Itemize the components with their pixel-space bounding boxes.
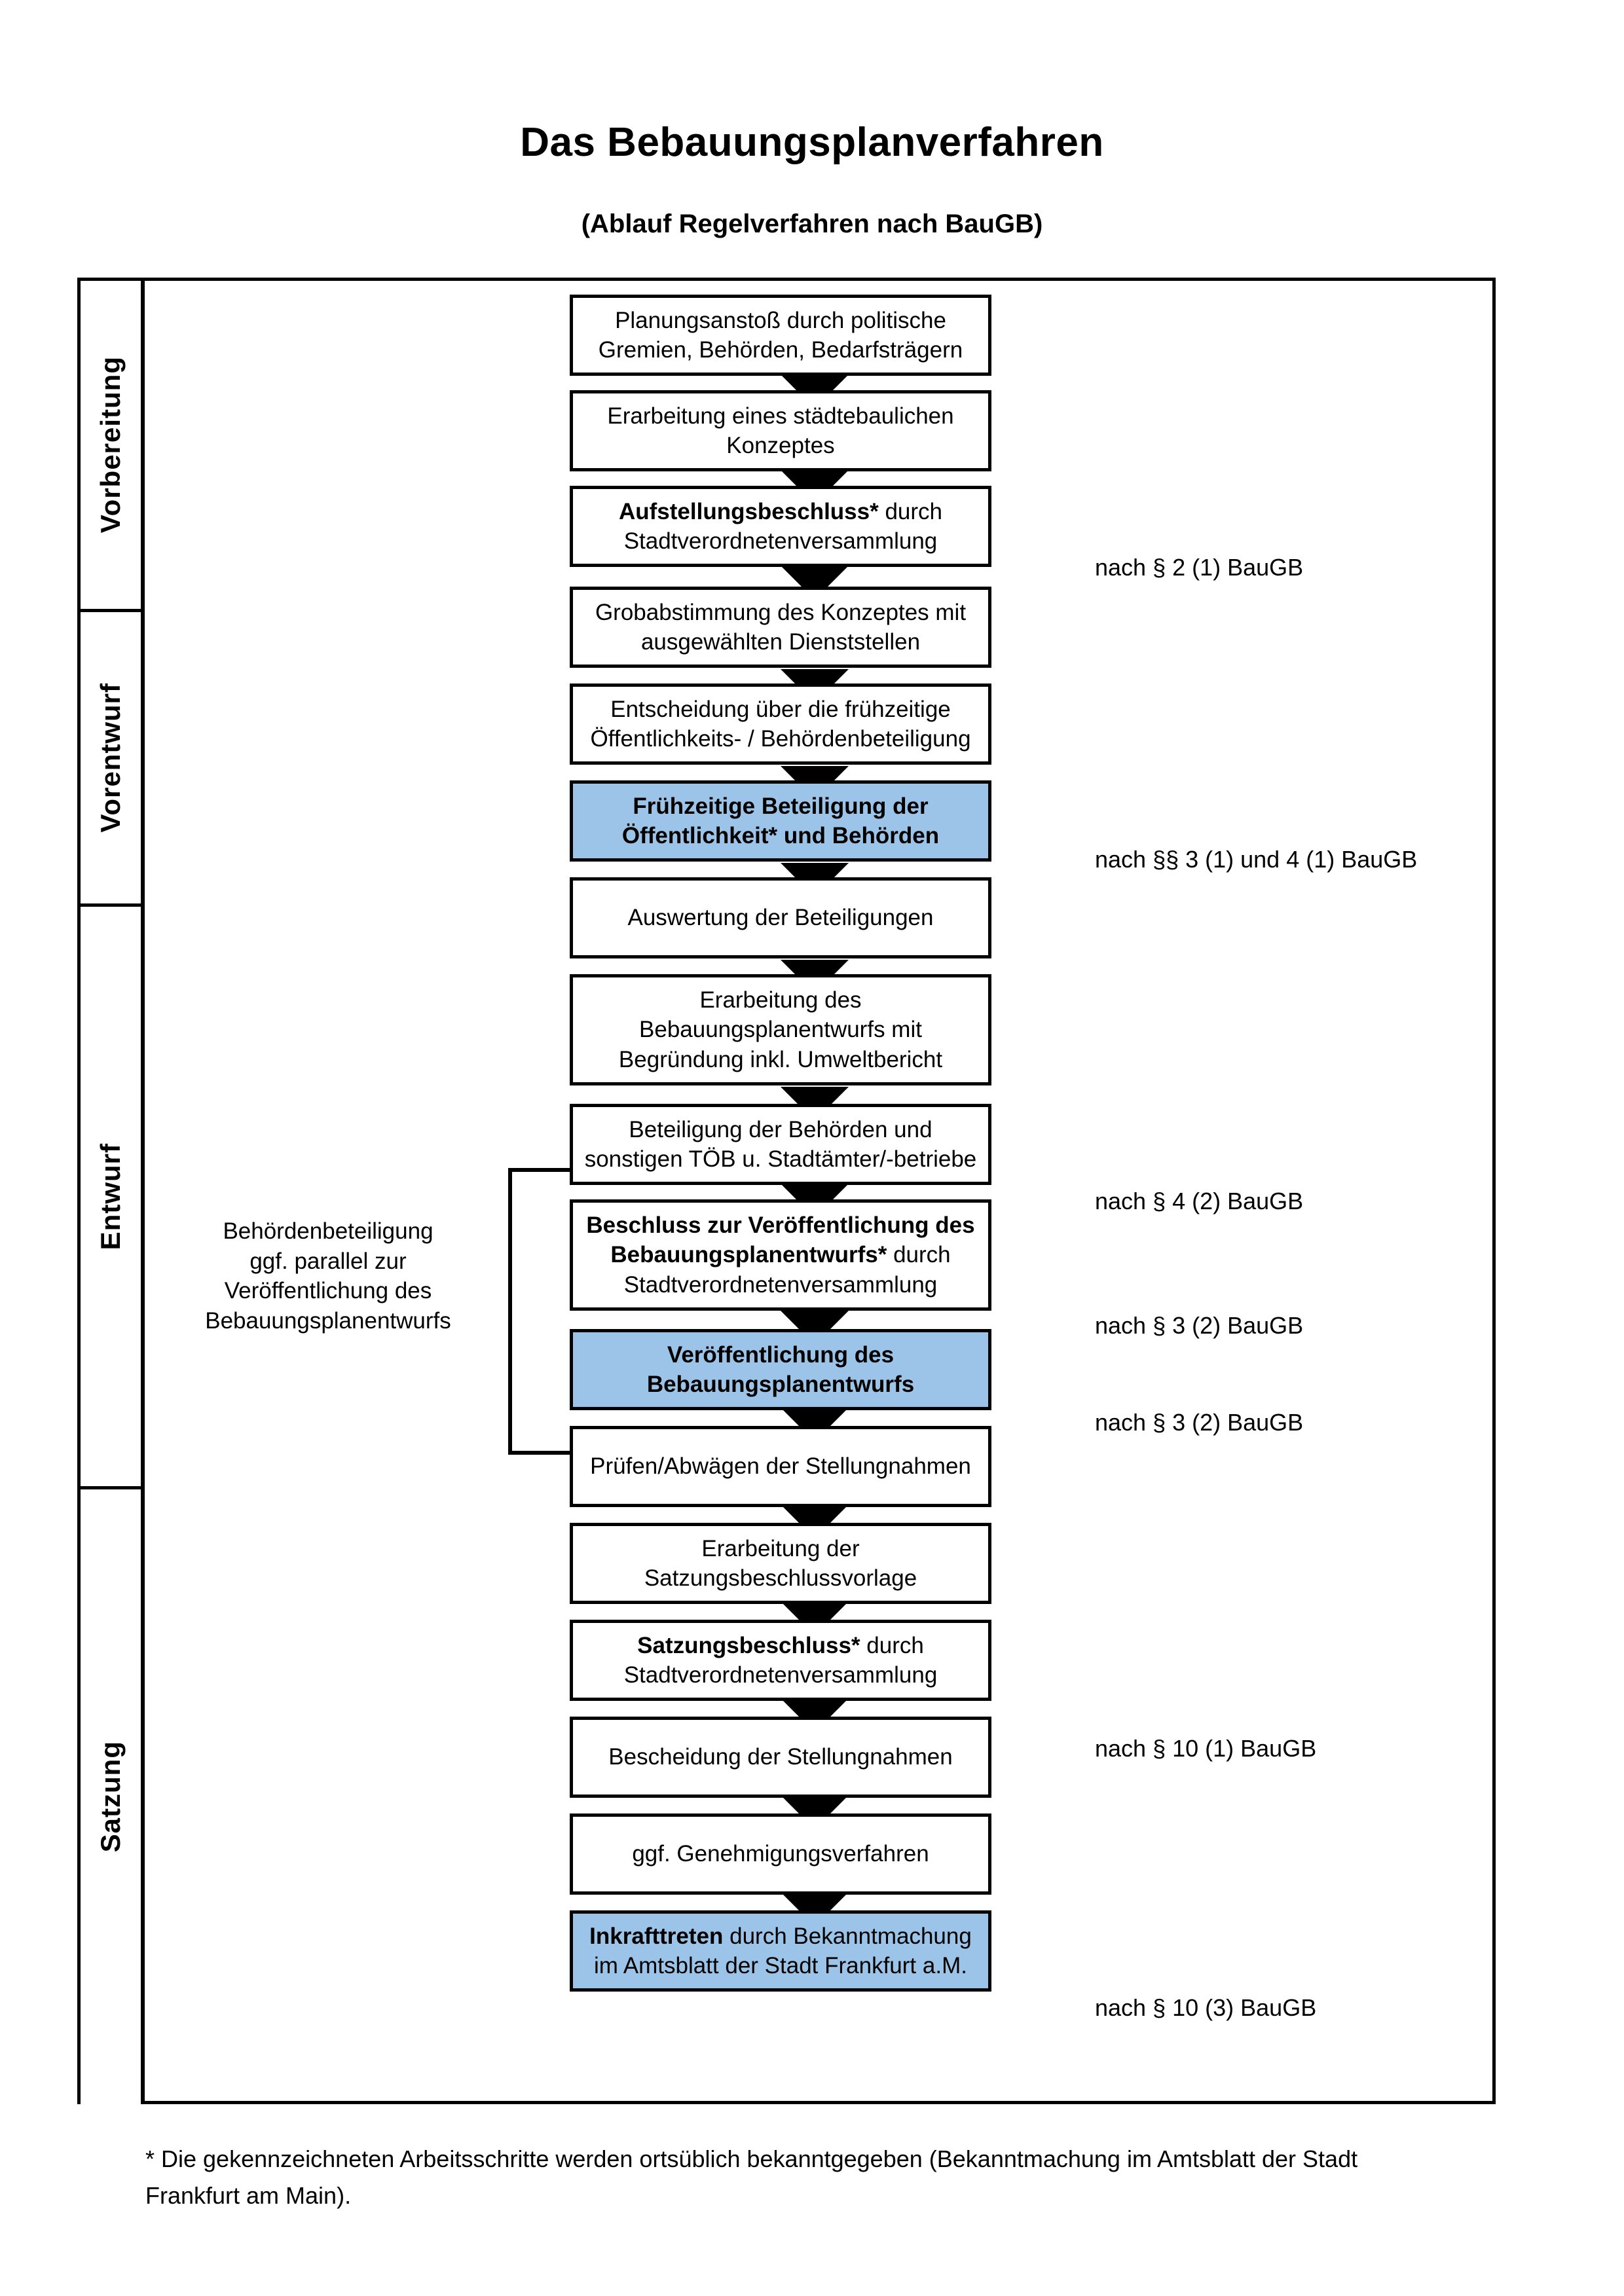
node-grobabstimmung[interactable]: Grobabstimmung des Konzeptes mit ausgewä… xyxy=(570,587,991,668)
phase-cell-satzung: Satzung xyxy=(81,1489,141,2104)
phase-label-entwurf: Entwurf xyxy=(95,1142,126,1250)
node-veroeffentlichung[interactable]: Veröffentlichung des Bebauungsplanentwur… xyxy=(570,1329,991,1410)
node-text: Erarbeitung des Bebauungsplanentwurfs mi… xyxy=(618,987,943,1072)
node-inkrafttreten[interactable]: Inkrafttreten durch Bekanntmachung im Am… xyxy=(570,1910,991,1992)
reference-paragraph-3-1-4-1: nach §§ 3 (1) und 4 (1) BauGB xyxy=(1095,846,1418,873)
node-text: Satzungsbeschluss* durch Stadtverordnete… xyxy=(623,1632,938,1688)
node-text: Inkrafttreten durch Bekanntmachung im Am… xyxy=(589,1923,972,1979)
node-beschluss-veroeffentlichung[interactable]: Beschluss zur Veröffentlichung des Bebau… xyxy=(570,1199,991,1311)
node-bescheidung[interactable]: Bescheidung der Stellungnahmen xyxy=(570,1717,991,1798)
node-text: Entscheidung über die frühzeitige Öffent… xyxy=(590,696,971,752)
node-text: Bescheidung der Stellungnahmen xyxy=(608,1744,953,1770)
node-text: Prüfen/Abwägen der Stellungnahmen xyxy=(590,1453,971,1480)
reference-paragraph-4-2: nach § 4 (2) BauGB xyxy=(1095,1188,1304,1214)
phase-cell-vorbereitung: Vorbereitung xyxy=(81,281,141,609)
node-text: Veröffentlichung des Bebauungsplanentwur… xyxy=(646,1341,915,1398)
node-satzungsbeschlussvorlage[interactable]: Erarbeitung der Satzungsbeschlussvorlage xyxy=(570,1523,991,1604)
node-entscheidung[interactable]: Entscheidung über die frühzeitige Öffent… xyxy=(570,683,991,765)
page-title: Das Bebauungsplanverfahren xyxy=(520,120,1104,165)
bracket-bottom-segment xyxy=(508,1451,616,1455)
node-text: Frühzeitige Beteiligung der Öffentlichke… xyxy=(621,793,940,849)
footnote-line-1: * Die gekennzeichneten Arbeitsschritte w… xyxy=(145,2145,1358,2172)
node-erarbeitung-entwurf[interactable]: Erarbeitung des Bebauungsplanentwurfs mi… xyxy=(570,974,991,1085)
phase-label-vorentwurf: Vorentwurf xyxy=(95,683,126,833)
node-fruehzeitige-beteiligung[interactable]: Frühzeitige Beteiligung der Öffentlichke… xyxy=(570,780,991,862)
node-text: Beteiligung der Behörden und sonstigen T… xyxy=(584,1116,977,1173)
footnote-line-2: Frankfurt am Main). xyxy=(145,2181,352,2209)
phase-label-vorbereitung: Vorbereitung xyxy=(95,356,126,534)
sidenote-behoerdenbeteiligung: Behördenbeteiligung ggf. parallel zur Ve… xyxy=(205,1218,451,1334)
phase-cell-entwurf: Entwurf xyxy=(81,907,141,1486)
node-planungsanstoss[interactable]: Planungsanstoß durch politische Gremien,… xyxy=(570,295,991,376)
reference-paragraph-10-3: nach § 10 (3) BauGB xyxy=(1095,1994,1317,2021)
bracket-vertical xyxy=(508,1168,512,1455)
node-text: ggf. Genehmigungsverfahren xyxy=(632,1841,929,1867)
phase-divider-1 xyxy=(81,609,145,612)
reference-paragraph-2-1: nach § 2 (1) BauGB xyxy=(1095,554,1304,581)
node-pruefen-abwaegen[interactable]: Prüfen/Abwägen der Stellungnahmen xyxy=(570,1426,991,1507)
footnote: * Die gekennzeichneten Arbeitsschritte w… xyxy=(145,2141,1498,2214)
node-text: Erarbeitung der Satzungsbeschlussvorlage xyxy=(644,1535,917,1592)
phase-cell-vorentwurf: Vorentwurf xyxy=(81,612,141,903)
node-auswertung[interactable]: Auswertung der Beteiligungen xyxy=(570,877,991,958)
node-konzept[interactable]: Erarbeitung eines städtebaulichen Konzep… xyxy=(570,390,991,471)
node-text: Grobabstimmung des Konzeptes mit ausgewä… xyxy=(595,599,967,655)
node-text: Beschluss zur Veröffentlichung des Bebau… xyxy=(586,1212,975,1298)
node-aufstellungsbeschluss[interactable]: Aufstellungsbeschluss* durch Stadtverord… xyxy=(570,486,991,567)
reference-paragraph-10-1: nach § 10 (1) BauGB xyxy=(1095,1735,1317,1762)
page-subtitle: (Ablauf Regelverfahren nach BauGB) xyxy=(581,210,1043,238)
node-text: Aufstellungsbeschluss* durch Stadtverord… xyxy=(618,498,943,555)
phase-divider-2 xyxy=(81,903,145,907)
reference-paragraph-3-2-b: nach § 3 (2) BauGB xyxy=(1095,1409,1304,1436)
node-genehmigungsverfahren[interactable]: ggf. Genehmigungsverfahren xyxy=(570,1813,991,1895)
node-satzungsbeschluss[interactable]: Satzungsbeschluss* durch Stadtverordnete… xyxy=(570,1620,991,1701)
node-text: Planungsanstoß durch politische Gremien,… xyxy=(598,307,963,363)
reference-paragraph-3-2-a: nach § 3 (2) BauGB xyxy=(1095,1312,1304,1339)
phase-column-divider xyxy=(141,278,145,2104)
phase-divider-3 xyxy=(81,1486,145,1489)
phase-label-satzung: Satzung xyxy=(95,1741,126,1853)
node-beteiligung-behoerden[interactable]: Beteiligung der Behörden und sonstigen T… xyxy=(570,1104,991,1185)
node-text: Erarbeitung eines städtebaulichen Konzep… xyxy=(607,403,954,459)
node-text: Auswertung der Beteiligungen xyxy=(627,905,934,931)
